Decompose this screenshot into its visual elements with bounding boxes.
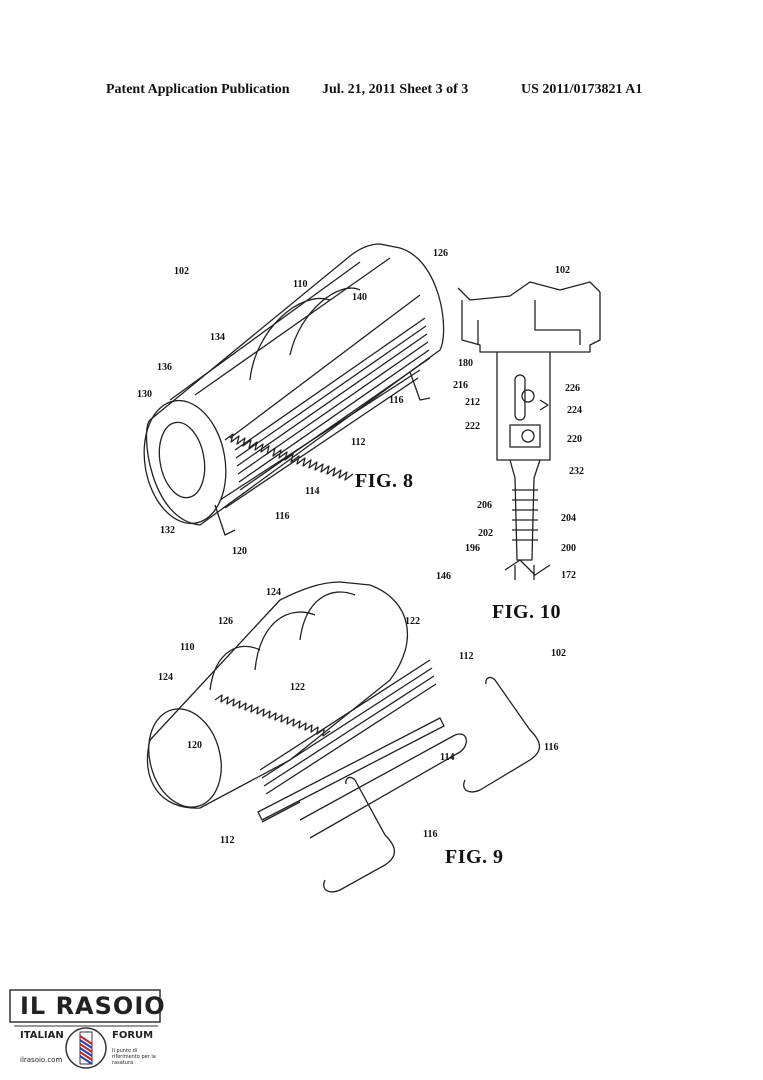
ref-numeral: 212 (465, 397, 480, 408)
fig9-label: FIG. 9 (445, 846, 504, 868)
date-and-sheet: Jul. 21, 2011 Sheet 3 of 3 (322, 82, 469, 97)
ref-numeral: 116 (275, 511, 290, 522)
fig10-label: FIG. 10 (492, 601, 562, 623)
fig10-connector-drawing (457, 281, 601, 580)
ref-numeral: 102 (555, 265, 570, 276)
ref-numeral: 116 (423, 829, 438, 840)
ref-numeral: 220 (567, 434, 582, 445)
ref-numeral: 112 (459, 651, 474, 662)
fig8-label: FIG. 8 (355, 470, 414, 492)
publication-type: Patent Application Publication (106, 82, 290, 97)
fig8-cartridge-drawing (143, 243, 445, 536)
ref-numeral: 132 (160, 525, 175, 536)
ref-numeral: 202 (478, 528, 493, 539)
ref-numeral: 112 (220, 835, 235, 846)
ref-numeral: 110 (293, 279, 308, 290)
ref-numeral: 204 (561, 513, 576, 524)
ref-numeral: 126 (218, 616, 233, 627)
ref-numeral: 124 (158, 672, 173, 683)
logo-badge-shape (9, 989, 161, 1069)
ref-numeral: 130 (137, 389, 152, 400)
ref-numeral: 110 (180, 642, 195, 653)
fig9-exploded-drawing (146, 581, 541, 893)
ref-numeral: 124 (266, 587, 281, 598)
ref-numeral: 134 (210, 332, 225, 343)
ref-numeral: 140 (352, 292, 367, 303)
ref-numeral: 196 (465, 543, 480, 554)
ref-numeral: 226 (565, 383, 580, 394)
ref-numeral: 136 (157, 362, 172, 373)
ref-numeral: 222 (465, 421, 480, 432)
ref-numeral: 126 (433, 248, 448, 259)
logo-forum: FORUM (112, 1030, 154, 1041)
ref-numeral: 114 (440, 752, 455, 763)
publication-number: US 2011/0173821 A1 (521, 82, 643, 97)
ref-numeral: 206 (477, 500, 492, 511)
logo-tagline: Il punto di riferimento per la rasatura (112, 1048, 156, 1066)
ref-numeral: 232 (569, 466, 584, 477)
logo-title: IL RASOIO (20, 992, 166, 1020)
ref-numeral: 120 (187, 740, 202, 751)
ref-numeral: 116 (389, 395, 404, 406)
ref-numeral: 200 (561, 543, 576, 554)
ref-numeral: 102 (174, 266, 189, 277)
ref-numeral: 102 (551, 648, 566, 659)
ref-numeral: 114 (305, 486, 320, 497)
logo-site: ilrasoio.com (20, 1056, 63, 1064)
ref-numeral: 122 (290, 682, 305, 693)
ref-numeral: 224 (567, 405, 582, 416)
logo-italian: ITALIAN (20, 1030, 64, 1041)
ref-numeral: 116 (544, 742, 559, 753)
ref-numeral: 120 (232, 546, 247, 557)
ref-numeral: 180 (458, 358, 473, 369)
ref-numeral: 112 (351, 437, 366, 448)
page-header: Patent Application Publication Jul. 21, … (0, 82, 763, 102)
ref-numeral: 146 (436, 571, 451, 582)
ilrasoio-logo: IL RASOIO ITALIAN FORUM ilrasoio.com Il … (6, 986, 166, 1076)
ref-numeral: 122 (405, 616, 420, 627)
ref-numeral: 216 (453, 380, 468, 391)
ref-numeral: 172 (561, 570, 576, 581)
